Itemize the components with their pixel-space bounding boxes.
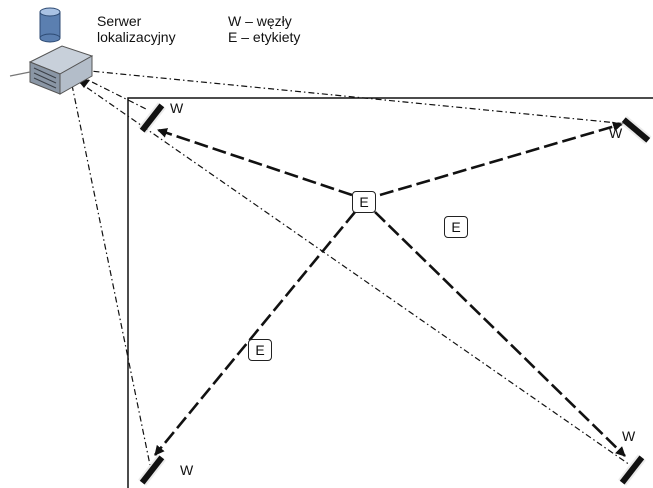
database-icon xyxy=(39,7,61,43)
tag-link-top-left xyxy=(157,128,353,197)
node-label-bottom-left: W xyxy=(180,462,194,478)
tag-right: E xyxy=(444,216,468,238)
tag-lower-left: E xyxy=(248,339,272,361)
tag-links xyxy=(153,121,626,457)
tag-link-bottom-right xyxy=(374,211,626,457)
server-links xyxy=(71,69,631,466)
server-link-top-right xyxy=(79,69,629,125)
anchor-node-top-right xyxy=(620,115,652,145)
tag-link-bottom-left xyxy=(153,211,357,456)
tag-center: E xyxy=(352,191,376,213)
server-label: Serwer lokalizacyjny xyxy=(97,13,176,45)
legend-nodes: W – węzły xyxy=(228,13,292,29)
server-link-top-left xyxy=(79,75,149,111)
legend-tags: E – etykiety xyxy=(228,29,301,45)
anchor-node-bottom-right xyxy=(618,454,646,486)
node-label-top-right: W xyxy=(609,125,623,141)
node-label-top-left: W xyxy=(170,100,184,116)
anchor-node-top-left xyxy=(138,102,166,134)
node-label-bottom-right: W xyxy=(622,428,636,444)
room-outline xyxy=(127,97,653,488)
server-link-bottom-right xyxy=(75,79,631,466)
tag-link-top-right xyxy=(379,121,623,197)
anchor-node-bottom-left xyxy=(138,454,166,486)
legend: W – węzły E – etykiety xyxy=(228,13,300,45)
server-label-line1: Serwer xyxy=(97,13,142,29)
server-link-bottom-left xyxy=(71,84,151,466)
server-label-line2: lokalizacyjny xyxy=(97,29,176,45)
server-icon xyxy=(9,7,94,95)
